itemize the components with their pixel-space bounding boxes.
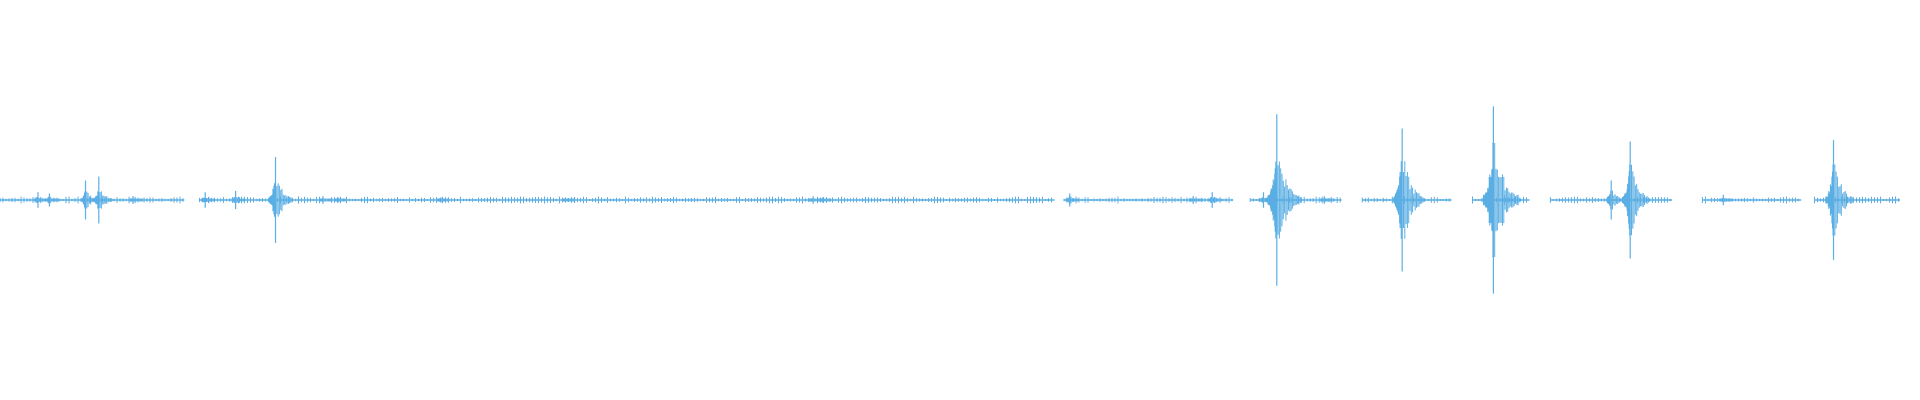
waveform-peak <box>1825 140 1854 260</box>
waveform-peak <box>1208 192 1222 208</box>
waveform-peak <box>1189 196 1203 204</box>
waveform-peak <box>1482 106 1520 294</box>
waveform-peak <box>128 196 143 204</box>
waveform-peak <box>231 190 246 210</box>
waveform-peak <box>318 196 333 204</box>
waveform-peak <box>1719 194 1733 206</box>
waveform-peak <box>1065 193 1080 207</box>
waveform-peak <box>1621 141 1651 259</box>
waveform-peak <box>268 157 293 243</box>
waveform-peak <box>437 197 450 203</box>
waveform-peak <box>819 197 831 203</box>
waveform-peak <box>1266 114 1302 286</box>
waveform-peak <box>334 197 347 203</box>
waveform-peak <box>93 176 113 224</box>
waveform-peak <box>1606 180 1624 220</box>
waveform-peak <box>1392 128 1425 272</box>
waveform-peak <box>45 193 59 207</box>
waveform-peak <box>1500 194 1515 206</box>
waveform-peak <box>201 192 215 208</box>
waveform-peak <box>562 198 575 202</box>
waveform-peak <box>1320 196 1334 204</box>
